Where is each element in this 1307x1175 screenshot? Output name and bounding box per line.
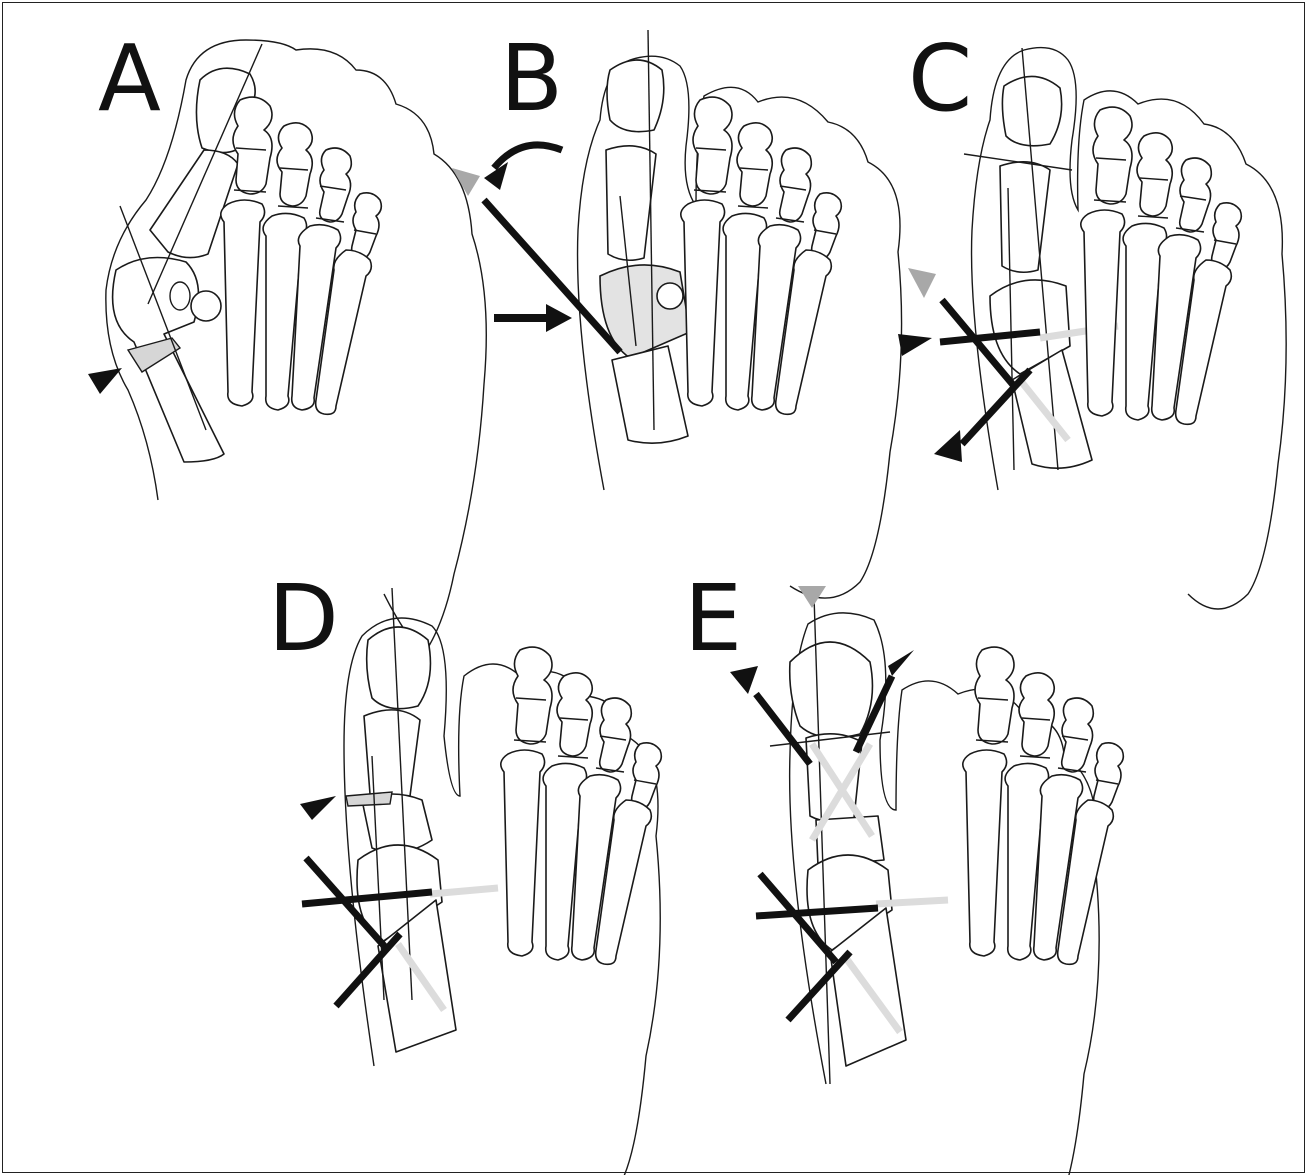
panel-C: C <box>898 25 1286 609</box>
panel-B-label: B <box>500 25 563 132</box>
marker-D <box>300 796 336 820</box>
panel-B: B <box>452 25 902 598</box>
panel-A: A <box>88 25 486 654</box>
wedge-D <box>346 792 392 806</box>
panel-E: E <box>684 565 1123 1175</box>
marker-gray-C <box>908 268 936 298</box>
marker-gray-B <box>452 168 480 196</box>
panel-D: D <box>268 565 661 1175</box>
marker-E-2 <box>888 650 914 676</box>
panel-A-label: A <box>98 25 161 132</box>
marker-gray-E <box>798 586 826 608</box>
panel-E-label: E <box>684 565 742 672</box>
marker-C-1 <box>898 334 932 356</box>
marker-A <box>88 368 122 394</box>
rotate-arrow-B <box>494 145 562 168</box>
marker-C-2 <box>934 430 962 462</box>
panel-C-label: C <box>908 25 972 132</box>
panel-D-label: D <box>268 565 339 672</box>
